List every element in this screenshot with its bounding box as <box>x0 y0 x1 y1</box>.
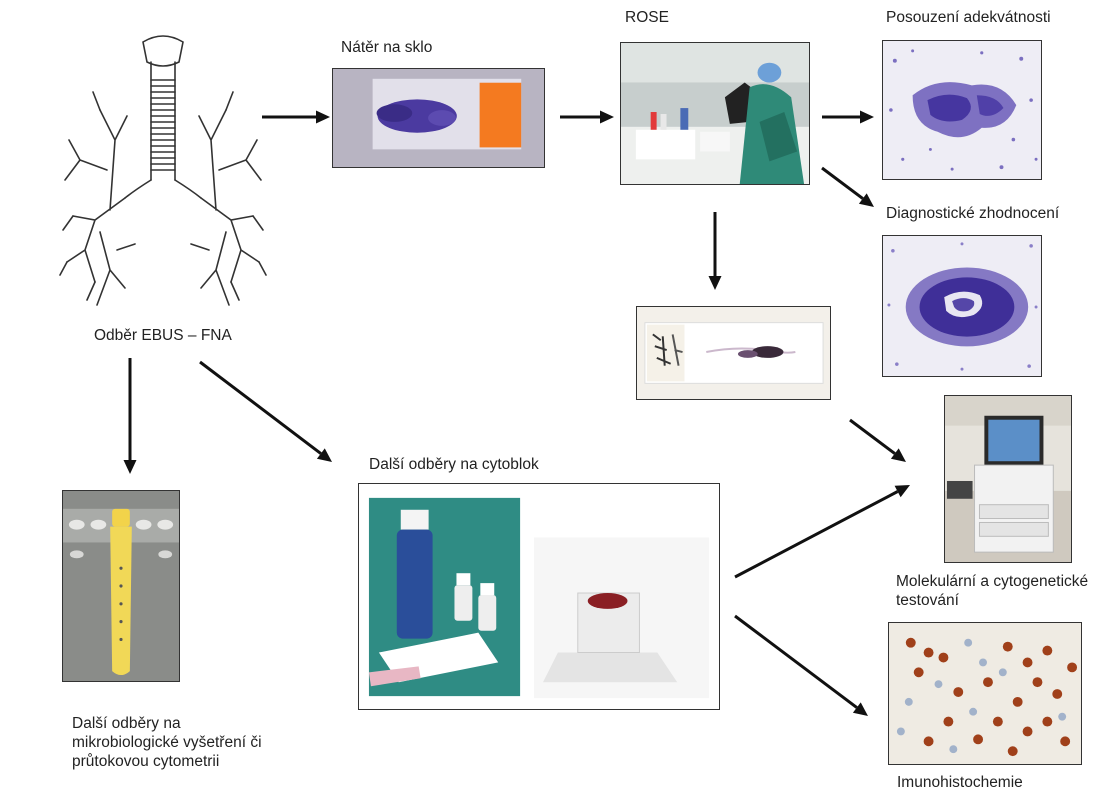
arrow-cytoblock-to-ihc-head <box>852 702 868 716</box>
diagnostic-photo <box>882 235 1042 377</box>
arrow-rose-to-adequacy-head <box>860 110 874 124</box>
arrow-smear-to-rose <box>560 110 614 124</box>
arrow-cytoblock-to-ihc-shaft <box>734 614 858 709</box>
lungs-trachea-icon <box>59 35 267 306</box>
ihc-label: Imunohistochemie <box>897 774 1023 791</box>
stained-glass-slide-photo <box>333 69 544 167</box>
arrow-rose-to-adequacy <box>822 110 874 124</box>
ihc-photo <box>888 622 1082 765</box>
molecular-label: Molekulární a cytogenetické testování <box>896 573 1089 609</box>
arrow-cytoblock-to-molecular <box>734 485 910 579</box>
arrow-sampling-to-tube-head <box>123 460 137 474</box>
sample-tube-photo <box>63 491 179 681</box>
arrow-sampling-to-tube <box>123 358 137 474</box>
arrow-rose-to-diagnostic <box>821 166 874 207</box>
arrow-cytoblock-to-ihc <box>734 614 868 716</box>
analyzer-photo <box>944 395 1072 563</box>
arrow-slide-to-molecular <box>849 418 906 462</box>
cytoblock-reagents-photo <box>359 484 719 709</box>
labeled-glass-slide-photo <box>637 307 830 399</box>
smear-label: Nátěr na sklo <box>341 39 433 56</box>
arrow-slide-to-molecular-head <box>890 448 906 462</box>
arrow-lungs-to-smear-head <box>316 110 330 124</box>
adequacy-photo <box>882 40 1042 180</box>
tube-photo <box>62 490 180 682</box>
cytoblock-photo <box>358 483 720 710</box>
cytology-micrograph-photo <box>883 41 1041 179</box>
lungs-illustration <box>55 20 270 320</box>
cytology-micrograph-photo <box>883 236 1041 376</box>
labeled-slide-photo <box>636 306 831 400</box>
sampling-label: Odběr EBUS – FNA <box>94 327 232 344</box>
rose-label: ROSE <box>625 9 669 26</box>
arrow-sampling-to-cytoblock <box>199 360 332 462</box>
molecular-analyzer-photo <box>945 396 1071 562</box>
arrow-rose-to-slide-head <box>708 276 722 290</box>
arrow-rose-to-slide <box>708 212 722 290</box>
arrow-sampling-to-cytoblock-shaft <box>199 360 322 455</box>
rose-microscopy-photo <box>621 43 809 184</box>
diagnostic-label: Diagnostické zhodnocení <box>886 205 1060 222</box>
arrow-cytoblock-to-molecular-shaft <box>734 490 899 579</box>
ihc-micrograph-photo <box>889 623 1081 764</box>
arrow-smear-to-rose-head <box>600 110 614 124</box>
arrow-lungs-to-smear <box>262 110 330 124</box>
smear-slide-photo <box>332 68 545 168</box>
cytoblock-label: Další odběry na cytoblok <box>369 456 539 473</box>
adequacy-label: Posouzení adekvátnosti <box>886 9 1051 26</box>
arrow-cytoblock-to-molecular-head <box>894 485 910 498</box>
arrow-rose-to-diagnostic-shaft <box>821 166 864 200</box>
arrow-sampling-to-cytoblock-head <box>316 448 332 462</box>
rose-photo <box>620 42 810 185</box>
arrow-rose-to-diagnostic-head <box>858 193 874 207</box>
microbio-label: Další odběry na mikrobiologické vyšetřen… <box>72 715 262 770</box>
arrow-slide-to-molecular-shaft <box>849 418 896 455</box>
